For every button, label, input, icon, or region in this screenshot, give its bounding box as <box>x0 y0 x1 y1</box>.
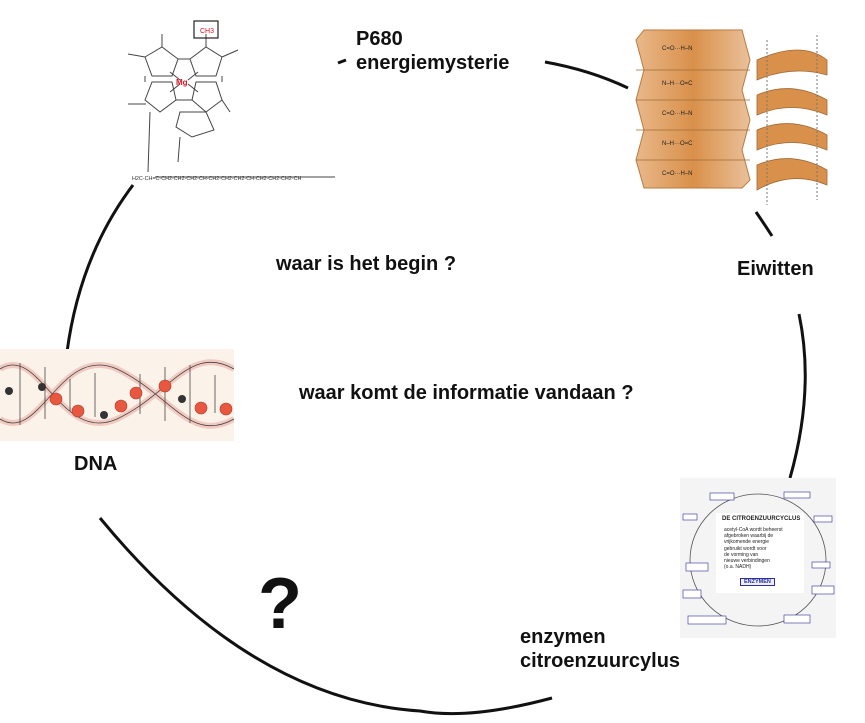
arc-top-right <box>544 60 629 90</box>
citric-panel-title: DE CITROENZUURCYCLUS <box>722 516 801 522</box>
arc-top <box>337 58 347 65</box>
citric-acid-cycle-panel: DE CITROENZUURCYCLUS acetyl-CoA wordt be… <box>680 478 836 638</box>
arc-left <box>65 184 135 353</box>
p680-label-line1: P680 <box>356 28 403 50</box>
svg-text:N–H···O=C: N–H···O=C <box>662 81 693 87</box>
question-information: waar komt de informatie vandaan ? <box>299 382 634 404</box>
p680-label: P680 energiemysterie <box>356 27 509 75</box>
citric-text-line: gebruikt wordt voor <box>724 545 767 552</box>
citric-text-line: afgebroken waarbij de <box>724 533 774 540</box>
phytol-chain-label: H2C-CH=C-CH2-CH2-CH2-CH-CH2-CH2-CH2-CH-C… <box>132 176 301 182</box>
svg-text:N–H···O=C: N–H···O=C <box>662 141 693 147</box>
enzymen-badge: ENZYMEN <box>740 578 775 586</box>
svg-text:C=O···H–N: C=O···H–N <box>662 111 693 117</box>
question-begin: waar is het begin ? <box>276 253 457 275</box>
arc-bottom <box>98 517 553 716</box>
citroenzuurcylus-label: citroenzuurcylus <box>520 650 681 672</box>
eiwitten-label: Eiwitten <box>737 258 814 280</box>
svg-text:C=O···H–N: C=O···H–N <box>662 46 693 52</box>
enzymen-label: enzymen <box>520 626 606 648</box>
unknown-question-mark: ? <box>258 564 302 644</box>
arc-right-upper <box>754 211 774 237</box>
p680-label-line2: energiemysterie <box>356 52 510 74</box>
citric-cycle-label: enzymen citroenzuurcylus <box>520 625 680 673</box>
alpha-helix <box>756 49 828 191</box>
chlorophyll-molecule: CH3 Mg H2C-CH=C-CH2-CH2-CH2-CH-CH2-CH2-C… <box>110 12 340 187</box>
citric-text-line: de vorming van <box>724 551 759 558</box>
beta-sheet <box>635 29 751 189</box>
svg-text:C=O···H–N: C=O···H–N <box>662 171 693 177</box>
citric-panel-text: acetyl-CoA wordt beheerst afgebroken waa… <box>724 527 783 570</box>
arc-right <box>788 313 807 479</box>
dna-helix <box>0 349 234 441</box>
citric-text-line: vrijkomende energie <box>724 539 770 546</box>
citric-text-line: (o.a. NADH) <box>724 564 752 571</box>
protein-structures: C=O···H–N N–H···O=C C=O···H–N N–H···O=C C=… <box>632 20 842 210</box>
highlight-group-label: CH3 <box>200 28 214 35</box>
citric-text-line: acetyl-CoA wordt beheerst <box>724 527 783 533</box>
dna-label: DNA <box>74 453 118 475</box>
mg-label: Mg <box>176 78 188 87</box>
citric-text-line: nieuwe verbindingen <box>724 558 770 565</box>
